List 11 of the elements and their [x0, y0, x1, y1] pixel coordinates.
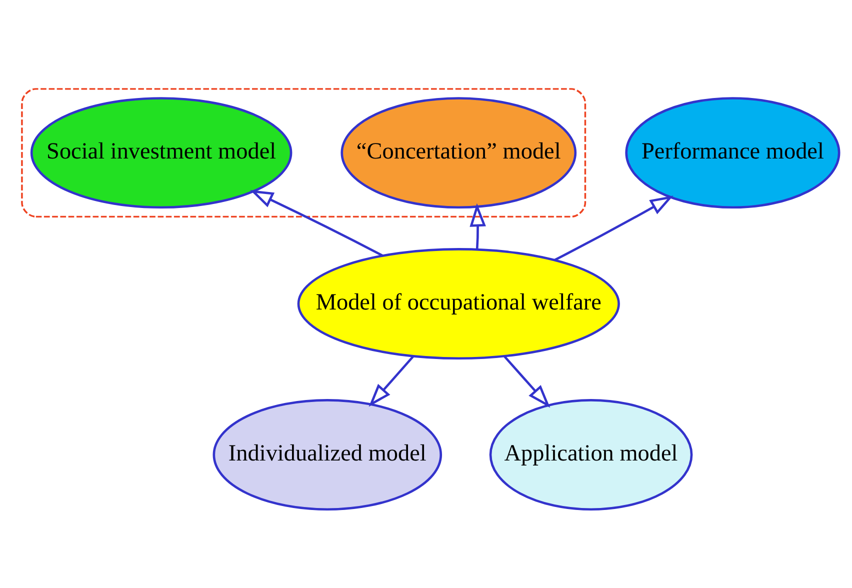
- node-ellipse: Performance model: [625, 96, 840, 208]
- node-ellipse: Application model: [489, 398, 693, 510]
- arrow: [368, 355, 414, 406]
- arrow: [504, 355, 550, 408]
- arrow: [250, 189, 383, 256]
- arrow: [470, 202, 486, 250]
- node-ellipse: Individualized model: [212, 398, 442, 510]
- node-ellipse: “Concertation” model: [340, 96, 577, 208]
- arrow: [554, 195, 674, 260]
- cluster: [21, 88, 586, 218]
- node-ellipse: Model of occupational welfare: [297, 248, 620, 360]
